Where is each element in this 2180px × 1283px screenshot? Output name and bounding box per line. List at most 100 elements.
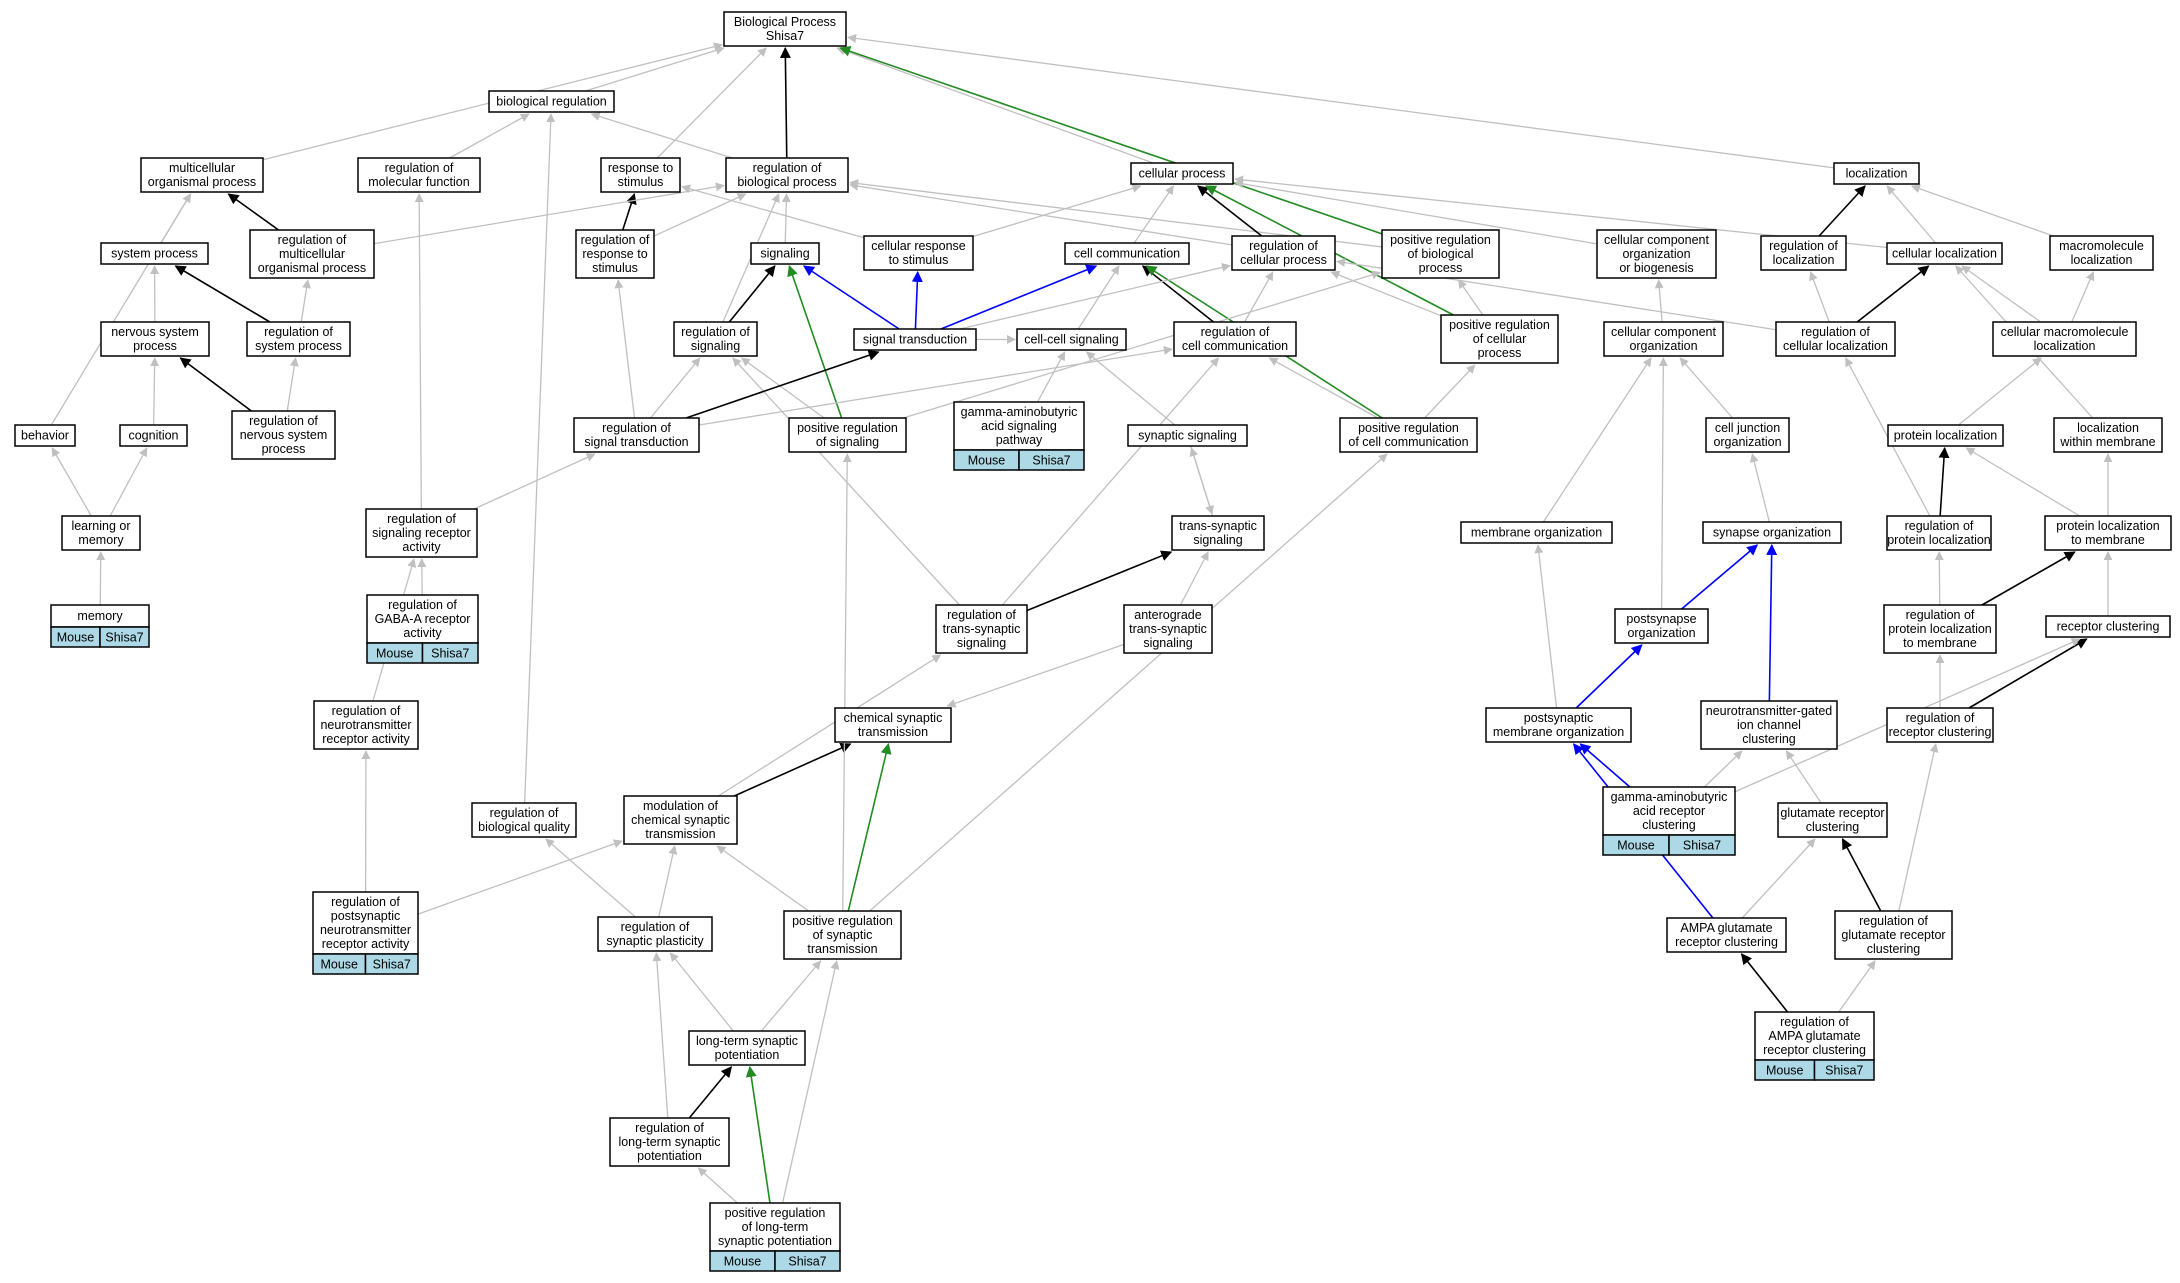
annotation-gene-label[interactable]: Shisa7 xyxy=(105,631,143,645)
edge-is-a-behavior-to-multi xyxy=(50,193,192,426)
go-term-node-regpostsyn[interactable]: regulation ofpostsynapticneurotransmitte… xyxy=(312,891,419,975)
go-term-node-behavior[interactable]: behavior xyxy=(14,424,76,447)
edge-is-a-regampa-to-regglut xyxy=(1838,960,1876,1013)
go-term-node-signaling[interactable]: signaling xyxy=(750,242,820,265)
go-term-node-cellproc[interactable]: cellular process xyxy=(1130,162,1234,185)
go-term-node-sysproc[interactable]: system process xyxy=(100,242,209,265)
go-term-node-cellcomm[interactable]: cell communication xyxy=(1064,242,1190,265)
edge-is-a-regmol-to-bioreg xyxy=(449,113,530,159)
go-term-node-cellcellsig[interactable]: cell-cell signaling xyxy=(1016,328,1127,351)
edge-is-a-antero-to-tss xyxy=(1179,551,1209,606)
annotation-species-label[interactable]: Mouse xyxy=(320,958,358,972)
annotation-species-label[interactable]: Mouse xyxy=(57,631,95,645)
go-term-node-sigtrans[interactable]: signal transduction xyxy=(853,328,977,351)
go-term-node-cognition[interactable]: cognition xyxy=(119,424,188,447)
annotation-gene-label[interactable]: Shisa7 xyxy=(373,958,411,972)
edge-part-of-regsys-to-sysproc xyxy=(174,265,271,323)
go-term-node-bioreg[interactable]: biological regulation xyxy=(488,90,615,113)
node-label-line: regulation of xyxy=(388,598,457,612)
annotation-gene-label[interactable]: Shisa7 xyxy=(1825,1064,1863,1078)
go-term-node-protloc[interactable]: protein localization xyxy=(1887,424,2004,447)
node-box xyxy=(863,235,974,271)
node-box xyxy=(231,410,336,460)
annotation-species-label[interactable]: Mouse xyxy=(968,454,1006,468)
go-term-node-memorg[interactable]: membrane organization xyxy=(1460,521,1613,544)
node-label-line: cellular macromolecule xyxy=(2001,325,2129,339)
edge-is-a-modchem-to-regtss xyxy=(717,654,942,797)
go-term-node-loc[interactable]: localization xyxy=(1833,162,1920,185)
annotation-gene-label[interactable]: Shisa7 xyxy=(788,1255,826,1269)
annotation-species-label[interactable]: Mouse xyxy=(724,1255,762,1269)
go-term-node-cellloc[interactable]: cellular localization xyxy=(1886,242,2003,265)
go-term-node-recclust[interactable]: receptor clustering xyxy=(2045,615,2171,638)
annotation-gene-label[interactable]: Shisa7 xyxy=(1032,454,1070,468)
annotation-gene-label[interactable]: Shisa7 xyxy=(431,647,469,661)
go-term-node-synorg[interactable]: synapse organization xyxy=(1702,521,1842,544)
annotation-species-label[interactable]: Mouse xyxy=(1617,839,1655,853)
annotation-gene-label[interactable]: Shisa7 xyxy=(1683,839,1721,853)
go-term-node-synsig[interactable]: synaptic signaling xyxy=(1127,424,1248,447)
node-label-line: regulation of xyxy=(681,325,750,339)
edge-is-a-cellproc-to-bp xyxy=(836,46,1154,164)
node-label-line: synaptic potentiation xyxy=(718,1234,832,1248)
annotation-species-label[interactable]: Mouse xyxy=(376,647,414,661)
annotation-species-label[interactable]: Mouse xyxy=(1766,1064,1804,1078)
